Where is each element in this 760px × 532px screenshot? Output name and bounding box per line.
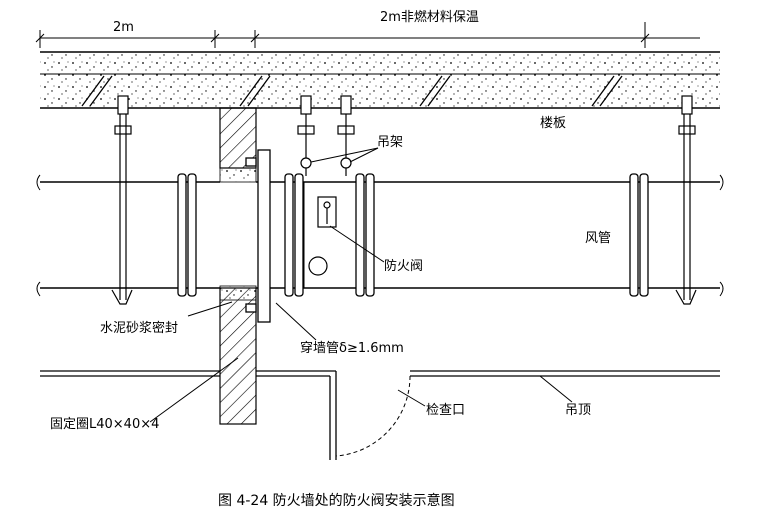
dimension-line	[35, 22, 700, 48]
wall-sleeve-label: 穿墙管δ≥1.6mm	[300, 340, 404, 356]
duct-label: 风管	[585, 231, 611, 246]
damper-label: 防火阀	[384, 258, 423, 274]
air-duct	[36, 174, 724, 297]
ceiling-label: 吊顶	[565, 403, 591, 418]
suspended-ceiling	[40, 370, 720, 460]
access-hatch-label: 检查口	[426, 403, 465, 418]
leader-lines	[149, 147, 573, 423]
floor-slab	[40, 51, 720, 109]
fire-damper	[303, 181, 357, 289]
hanger-label: 吊架	[377, 135, 403, 150]
dimension-right-label: 2m非燃材料保温	[380, 9, 479, 25]
fixing-angle-label: 固定圈L40×40×4	[50, 417, 159, 432]
figure-caption: 图 4-24 防火墙处的防火阀安装示意图	[218, 492, 455, 509]
dimension-left-label: 2m	[113, 20, 134, 35]
wall-sleeve-plate	[245, 149, 271, 323]
slab-label: 楼板	[540, 116, 566, 131]
fire-wall	[219, 107, 257, 425]
hangers	[111, 95, 697, 305]
mortar-seal-label: 水泥砂浆密封	[100, 320, 178, 336]
duct-flanges	[177, 173, 649, 297]
